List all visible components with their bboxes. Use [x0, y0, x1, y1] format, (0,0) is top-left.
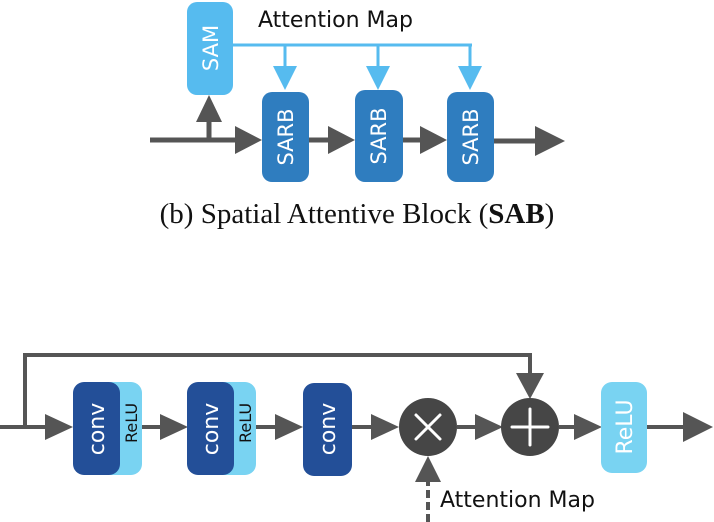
conv-label-3: conv — [316, 403, 341, 456]
sarb-label-3: SARB — [459, 108, 483, 165]
arrowhead-icon — [328, 126, 355, 154]
arrowhead-icon — [516, 373, 544, 399]
sarb-block-1 — [262, 92, 309, 182]
multiply-icon — [414, 413, 442, 441]
arrowhead-icon — [235, 126, 262, 154]
arrowhead-icon — [273, 66, 297, 90]
sab-caption: (b) Spatial Attentive Block (SAB) — [160, 198, 555, 230]
arrowhead-icon — [475, 414, 503, 440]
arrowhead-icon — [275, 414, 303, 440]
conv-block-2 — [187, 382, 234, 475]
arrowhead-icon — [420, 126, 447, 154]
relu-label-1: ReLU — [122, 403, 141, 443]
conv-label-2: conv — [199, 403, 224, 456]
sarb-block-3 — [447, 92, 494, 182]
sam-label: SAM — [199, 25, 223, 71]
final-relu-block — [601, 382, 647, 473]
arrowhead-icon — [366, 66, 390, 90]
sarb-block-2 — [355, 90, 403, 182]
arrowhead-icon — [535, 126, 565, 156]
arrowhead-icon — [371, 414, 399, 440]
attention-map-label-bottom: Attention Map — [440, 488, 595, 513]
sarb-label-1: SARB — [274, 108, 298, 165]
arrowhead-icon — [45, 414, 73, 440]
skip-connection — [23, 353, 532, 427]
conv-label-1: conv — [85, 403, 110, 456]
arrowhead-icon — [160, 414, 188, 440]
sarb-label-2: SARB — [367, 107, 391, 164]
arrowhead-icon — [458, 66, 482, 90]
final-relu-label: ReLU — [613, 399, 638, 454]
sab-diagram: SAM Attention Map SARB SARB SARB (b) Spa… — [150, 2, 565, 230]
conv-block-3 — [303, 383, 352, 476]
arrowhead-icon — [574, 414, 602, 440]
relu-label-2: ReLU — [236, 403, 255, 443]
arrowhead-icon — [415, 456, 441, 482]
arrowhead-icon — [683, 412, 713, 442]
arrowhead-icon — [196, 95, 222, 122]
sarb-diagram: conv ReLU conv ReLU conv — [0, 353, 713, 522]
plus-icon — [510, 407, 550, 447]
sam-block — [187, 2, 233, 95]
attention-map-label-top: Attention Map — [258, 8, 413, 33]
conv-block-1 — [73, 382, 120, 475]
